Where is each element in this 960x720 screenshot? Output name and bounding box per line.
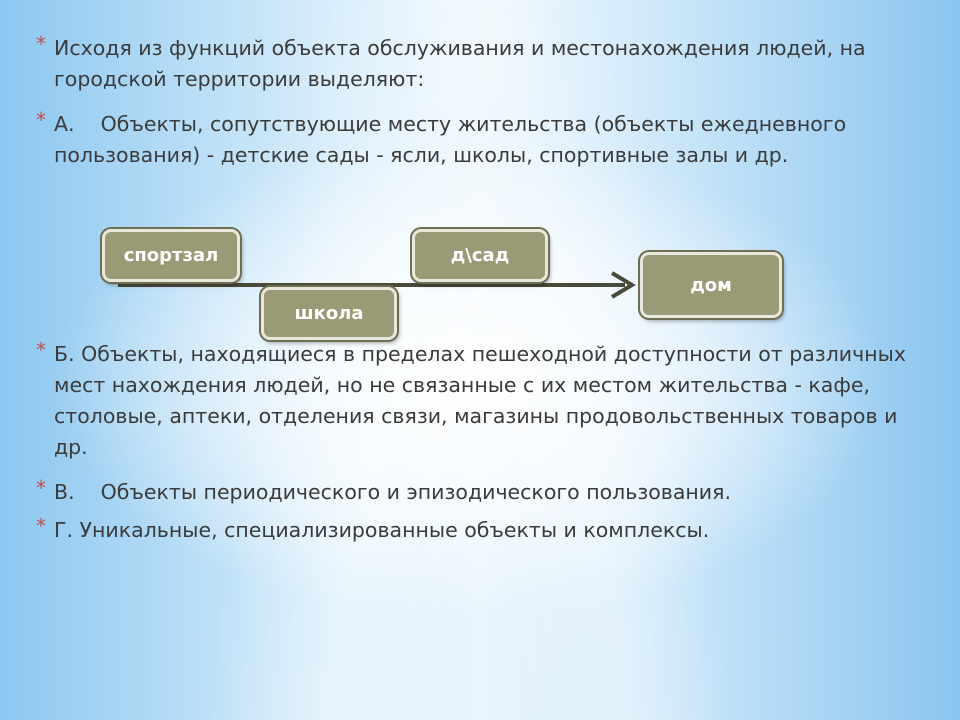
bullet-text: Б. Объекты, находящиеся в пределах пешех…: [54, 342, 906, 459]
bullet-intro: * Исходя из функций объекта обслуживания…: [36, 32, 916, 95]
bullet-star-icon: *: [36, 108, 46, 132]
bullet-star-icon: *: [36, 32, 46, 56]
node-kindergarten: д\сад: [412, 229, 548, 282]
node-label: д\сад: [450, 245, 510, 266]
node-school: школа: [261, 287, 397, 340]
bullet-text: В. Объекты периодического и эпизодическо…: [54, 480, 731, 504]
node-label: спортзал: [123, 245, 219, 266]
bullet-star-icon: *: [36, 338, 46, 362]
node-home: дом: [640, 252, 782, 318]
bullet-text: А. Объекты, сопутствующие месту жительст…: [54, 112, 853, 167]
arrow-head-icon: [610, 271, 636, 299]
bullet-star-icon: *: [36, 514, 46, 538]
bullet-v: * В. Объекты периодического и эпизодичес…: [36, 476, 916, 508]
bullet-star-icon: *: [36, 476, 46, 500]
bullet-g: * Г. Уникальные, специализированные объе…: [36, 514, 916, 546]
bullet-b: * Б. Объекты, находящиеся в пределах пеш…: [36, 338, 916, 463]
bullet-text: Г. Уникальные, специализированные объект…: [54, 518, 710, 542]
bullet-text: Исходя из функций объекта обслуживания и…: [54, 36, 866, 91]
node-label: дом: [690, 274, 732, 296]
node-gym: спортзал: [102, 229, 240, 282]
node-label: школа: [294, 303, 364, 324]
bullet-a: * А. Объекты, сопутствующие месту житель…: [36, 108, 916, 171]
